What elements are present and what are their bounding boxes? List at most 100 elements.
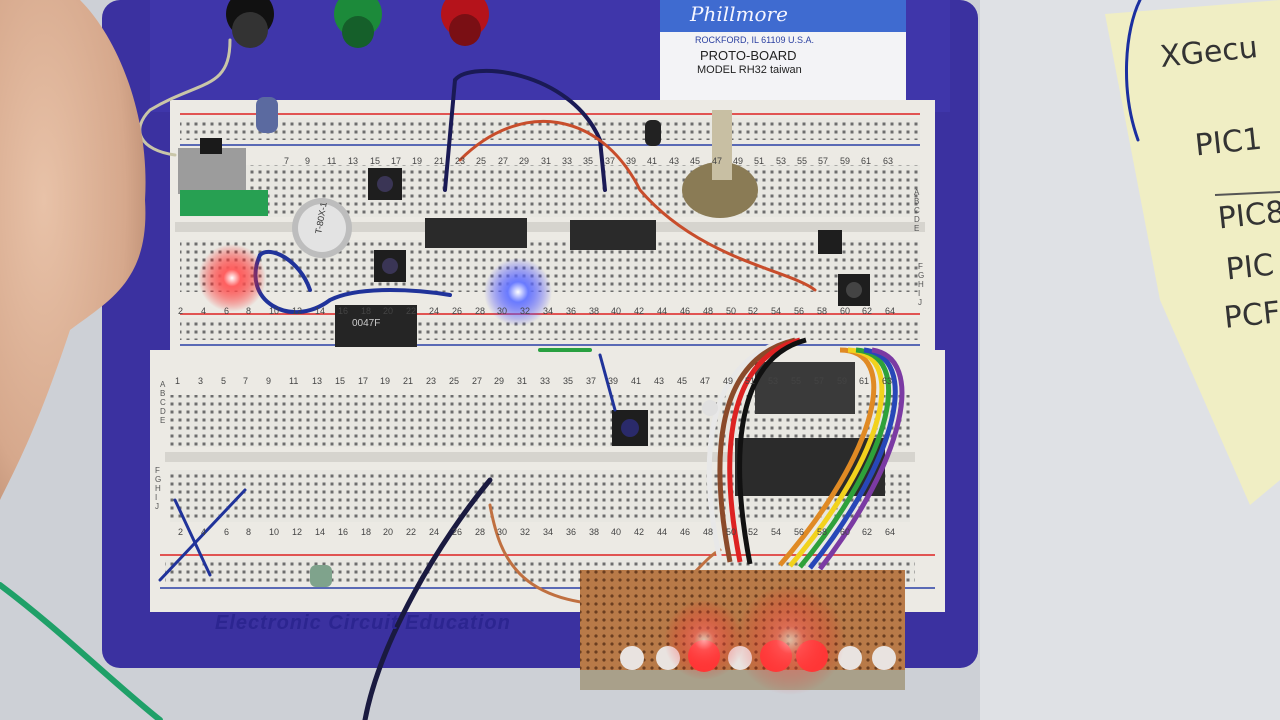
column-number: 14 <box>315 306 326 316</box>
column-number: 19 <box>380 376 391 386</box>
column-number: 18 <box>361 527 372 537</box>
row-letters-left-upper: A B C D E <box>160 380 172 425</box>
column-number: 62 <box>862 306 873 316</box>
column-number: 20 <box>383 527 394 537</box>
column-number: 3 <box>198 376 204 386</box>
sticker-address: ROCKFORD, IL 61109 U.S.A. <box>695 35 815 45</box>
column-number: 2 <box>178 306 184 316</box>
sticker-product: PROTO-BOARD <box>700 48 797 63</box>
column-number: 45 <box>690 156 701 166</box>
column-number: 37 <box>605 156 616 166</box>
column-number: 17 <box>358 376 369 386</box>
row-letter: G <box>155 475 162 484</box>
row-letter: J <box>155 502 159 511</box>
column-number: 63 <box>883 156 894 166</box>
row-letters-right-lower: F G H I J <box>918 262 930 307</box>
column-number: 18 <box>361 306 372 316</box>
column-number: 24 <box>429 527 440 537</box>
column-number: 5 <box>221 376 227 386</box>
column-number: 41 <box>647 156 658 166</box>
row-letter: C <box>160 398 166 407</box>
column-number: 30 <box>497 527 508 537</box>
column-number: 42 <box>634 527 645 537</box>
column-number: 50 <box>726 527 737 537</box>
column-number: 11 <box>289 376 299 386</box>
column-number: 31 <box>517 376 528 386</box>
column-number: 28 <box>475 306 486 316</box>
column-number: 64 <box>885 306 896 316</box>
column-number: 23 <box>455 156 466 166</box>
column-number: 57 <box>818 156 829 166</box>
column-number: 13 <box>348 156 359 166</box>
note-line-2: PIC1 <box>1193 121 1264 164</box>
column-number: 23 <box>426 376 437 386</box>
column-number: 30 <box>497 306 508 316</box>
column-number: 59 <box>840 156 851 166</box>
column-number: 7 <box>243 376 249 386</box>
row-letter: G <box>918 271 925 280</box>
column-number: 35 <box>583 156 594 166</box>
column-number: 12 <box>292 527 303 537</box>
column-number: 49 <box>723 376 734 386</box>
row-letter: A <box>914 188 920 197</box>
column-number: 58 <box>817 306 828 316</box>
column-number: 44 <box>657 306 668 316</box>
note-paper <box>1105 0 1280 505</box>
column-number: 55 <box>797 156 808 166</box>
capacitors <box>256 97 661 587</box>
column-number: 32 <box>520 306 531 316</box>
column-number: 64 <box>885 527 896 537</box>
column-number: 37 <box>586 376 597 386</box>
board-footer-text: Electronic Circuit Education <box>215 612 511 634</box>
column-number: 38 <box>589 527 600 537</box>
column-number: 45 <box>677 376 688 386</box>
column-number: 43 <box>654 376 665 386</box>
column-number: 19 <box>412 156 423 166</box>
column-number: 6 <box>224 306 230 316</box>
integrated-circuits <box>335 218 885 496</box>
column-number: 36 <box>566 527 577 537</box>
row-letter: D <box>160 407 166 416</box>
column-number: 56 <box>794 527 805 537</box>
column-number: 39 <box>608 376 619 386</box>
column-number: 42 <box>634 306 645 316</box>
column-number: 55 <box>791 376 802 386</box>
column-number: 21 <box>434 156 445 166</box>
row-letter: B <box>160 389 166 398</box>
column-number: 49 <box>733 156 744 166</box>
column-number: 47 <box>712 156 723 166</box>
column-number: 10 <box>269 306 280 316</box>
row-letter: C <box>914 206 920 215</box>
note-line-5: PCF <box>1222 295 1280 336</box>
column-number: 25 <box>449 376 460 386</box>
column-number: 6 <box>224 527 230 537</box>
column-number: 52 <box>748 306 759 316</box>
column-number: 24 <box>429 306 440 316</box>
column-number: 21 <box>403 376 414 386</box>
row-letter: F <box>155 466 160 475</box>
column-number: 33 <box>562 156 573 166</box>
column-number: 53 <box>776 156 787 166</box>
row-letter: E <box>160 416 166 425</box>
column-number: 17 <box>391 156 402 166</box>
column-number: 27 <box>472 376 483 386</box>
column-number: 4 <box>201 527 207 537</box>
column-number: 35 <box>563 376 574 386</box>
column-number: 54 <box>771 306 782 316</box>
binding-posts <box>226 0 489 48</box>
row-letter: D <box>914 215 920 224</box>
push-buttons <box>368 168 870 446</box>
column-number: 10 <box>269 527 280 537</box>
slide-switch <box>178 138 268 216</box>
column-number: 22 <box>406 306 417 316</box>
column-number: 15 <box>335 376 346 386</box>
note-line-3: PIC8 <box>1216 194 1280 237</box>
sticker-brand: Phillmore <box>690 2 788 26</box>
column-number: 58 <box>817 527 828 537</box>
column-number: 2 <box>178 527 184 537</box>
column-number: 25 <box>476 156 487 166</box>
row-letters-right-upper: A B C D E <box>914 188 926 233</box>
